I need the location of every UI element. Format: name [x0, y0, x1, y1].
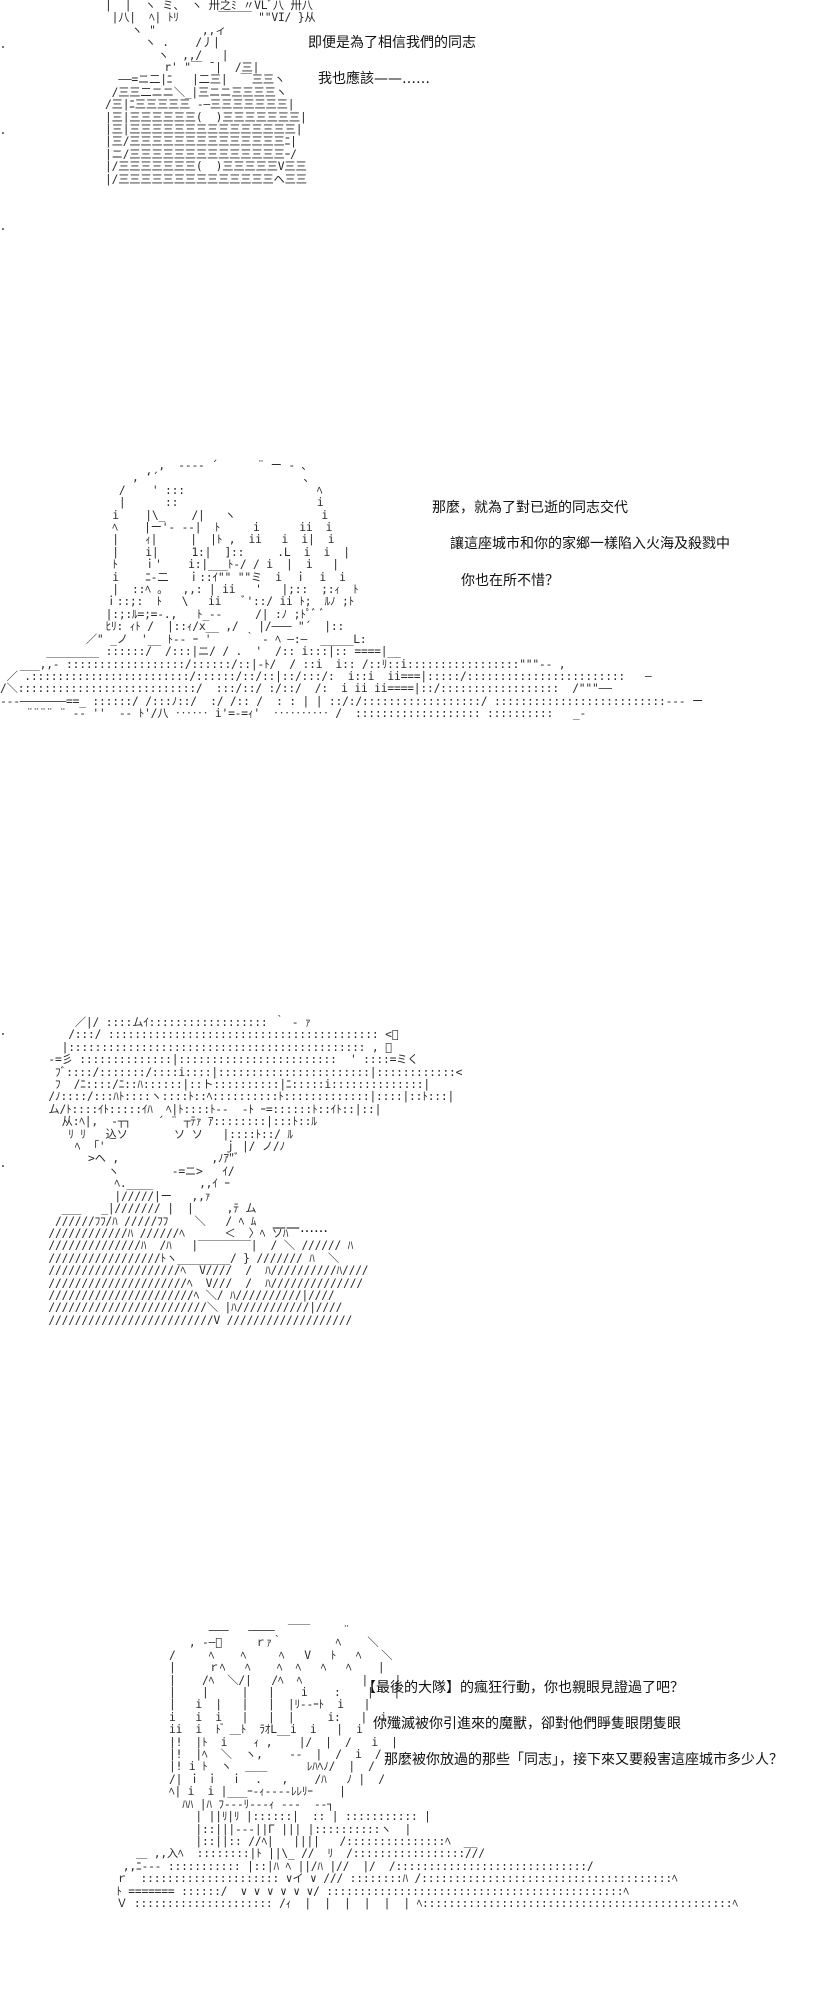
dialogue-line: 那麼被你放過的那些「同志」，接下來又要殺害這座城市多少人？: [384, 1752, 783, 1768]
margin-dot: [2, 228, 4, 230]
dialogue-line: 即便是為了相信我們的同志: [308, 35, 476, 51]
dialogue-line: ——……: [272, 1220, 328, 1236]
character-ascii-art-1: | | ヽ ミ、 ヽ 卅之ﾐ 〃VLﾞ八 卅八 |八| ﾍ| ﾄﾘ ￣￣￣ ""…: [105, 0, 316, 186]
character-ascii-art-3: ／|/ ::::ムｲ:::::::::::::::::: ｀ - ｧ /:::/…: [48, 1016, 463, 1327]
margin-dot: [2, 1165, 4, 1167]
dialogue-line: 【最後的大隊】的瘋狂行動，你也親眼見證過了吧？: [362, 1680, 684, 1696]
margin-dot: [2, 132, 4, 134]
dialogue-line: 你殲滅被你引進來的魔獸，卻對他們睜隻眼閉隻眼: [373, 1716, 681, 1732]
dialogue-line: 讓這座城市和你的家鄉一樣陷入火海及殺戮中: [450, 536, 730, 552]
dialogue-line: 你也在所不惜？: [461, 573, 559, 589]
panel-2: , ---- ´ ¨ ー ‐ ､ , ‘´ ､ / ' ::: ﾍ | :: i…: [0, 445, 836, 835]
character-ascii-art-2: , ---- ´ ¨ ー ‐ ､ , ‘´ ､ / ' ::: ﾍ | :: i…: [0, 459, 704, 721]
margin-dot: [2, 46, 4, 48]
panel-4: ――― ―――― ￣￣ ¨ , -―ﾞ ｒｧ｀ ﾍ ＼ / ﾍ ﾍ ﾍ V ﾄ …: [0, 1624, 836, 2000]
panel-3: ／|/ ::::ムｲ:::::::::::::::::: ｀ - ｧ /:::/…: [0, 1005, 836, 1455]
margin-dot: [2, 1033, 4, 1035]
dialogue-line: 我也應該——……: [318, 71, 430, 87]
dialogue-line: 那麼，就為了對已逝的同志交代: [432, 500, 628, 516]
character-ascii-art-4: ――― ―――― ￣￣ ¨ , -―ﾞ ｒｧ｀ ﾍ ＼ / ﾍ ﾍ ﾍ V ﾄ …: [116, 1624, 738, 1910]
panel-1: | | ヽ ミ、 ヽ 卅之ﾐ 〃VLﾞ八 卅八 |八| ﾍ| ﾄﾘ ￣￣￣ ""…: [0, 0, 836, 290]
